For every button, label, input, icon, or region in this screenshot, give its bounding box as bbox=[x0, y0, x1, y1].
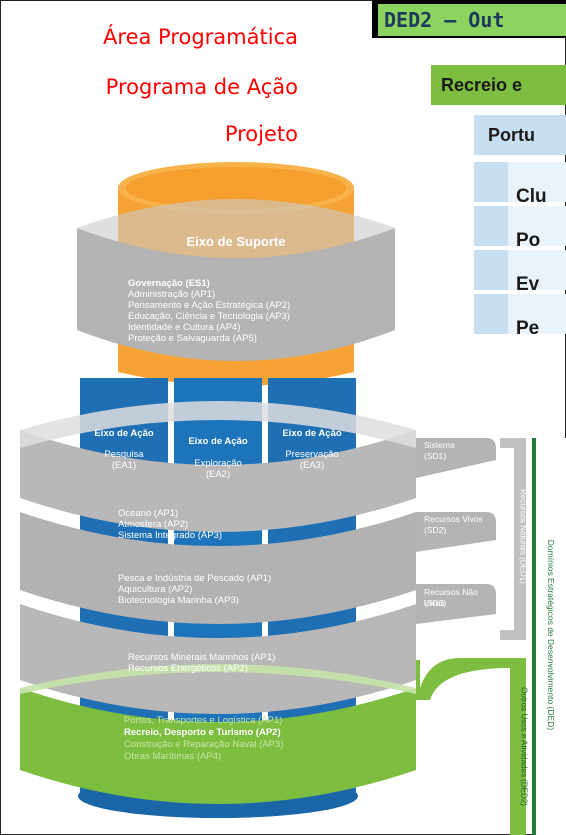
ded-item-indent bbox=[474, 206, 508, 246]
sd3-label: Recursos Não Vivos bbox=[424, 587, 478, 608]
ded-subtitle-text: Recreio e bbox=[441, 75, 523, 95]
ded1-vertical-label: Recursos Naturais (DED1) bbox=[518, 489, 528, 584]
axis-ea1-title: Eixo de Ação bbox=[94, 428, 154, 439]
band-nao-vivos-program: Recursos Energéticos (AP2) bbox=[128, 663, 248, 674]
sd2-label: Recursos Vivos bbox=[424, 514, 483, 524]
ded2-bracket bbox=[416, 658, 526, 835]
support-program: Pensamento e Ação Estratégica (AP2) bbox=[128, 300, 291, 311]
sd1-tab bbox=[416, 438, 496, 478]
axis-ea3-code: (EA3) bbox=[299, 460, 325, 471]
ded1-bracket bbox=[500, 438, 526, 640]
governance-label: Governação (ES1) bbox=[128, 278, 210, 289]
band-sistema-program: Oceano (AP1) bbox=[118, 508, 179, 519]
support-title: Eixo de Suporte bbox=[186, 234, 286, 249]
ded-item-text: Pe bbox=[516, 318, 540, 334]
legend-area-programatica: Área Programática bbox=[103, 25, 298, 49]
band-nao-vivos bbox=[20, 604, 416, 714]
axis-ea1-code: (EA1) bbox=[111, 460, 137, 471]
support-cylinder-top-inner bbox=[126, 167, 346, 209]
band-sistema bbox=[20, 430, 416, 532]
ded-title: DED2 – Out bbox=[378, 4, 566, 36]
support-program: Proteção e Salvaguarda (AP5) bbox=[128, 333, 257, 344]
domains-bar-inner bbox=[536, 438, 566, 835]
sd2-tab bbox=[416, 512, 496, 552]
domains-vertical-label: Domínios Estratégicos de Desenvolvimento… bbox=[546, 539, 556, 731]
axis-ea2-title: Eixo de Ação bbox=[188, 436, 248, 447]
axis-ea1-name: Pesquisa bbox=[104, 449, 144, 460]
ded-item-text: Po bbox=[516, 230, 541, 246]
axis-ea3-title: Eixo de Ação bbox=[282, 428, 342, 439]
support-program: Identidade e Cultura (AP4) bbox=[128, 322, 241, 333]
ded-item-indent bbox=[474, 162, 508, 202]
sd3-code: (SD3) bbox=[424, 598, 447, 608]
ded-item-text: Clu bbox=[516, 186, 547, 202]
band-outros-program: Recreio, Desporto e Turismo (AP2) bbox=[124, 727, 281, 738]
band-outros-program: Obras Marítimas (AP4) bbox=[124, 751, 222, 762]
ded-item: Clu bbox=[474, 162, 566, 202]
axis-ea2-code: (EA2) bbox=[205, 469, 231, 480]
ded-item-indent bbox=[474, 294, 508, 334]
ded-subtitle: Recreio e bbox=[431, 65, 566, 105]
band-vivos-program: Biotecnologia Marinha (AP3) bbox=[118, 595, 239, 606]
ded-group-text: Portu bbox=[488, 125, 535, 145]
ded2-vertical-label: Outros Usos e Atividades (DED2) bbox=[519, 687, 529, 806]
ded-item: Pe bbox=[474, 294, 566, 334]
ded-item-indent bbox=[474, 250, 508, 290]
band-sistema-program: Atmosfera (AP2) bbox=[118, 519, 189, 530]
ded-item: Po bbox=[474, 206, 566, 246]
band-vivos-program: Aquicultura (AP2) bbox=[118, 584, 193, 595]
band-outros-program: Portos, Transportes e Logística (AP1) bbox=[124, 715, 283, 726]
sd2-code: (SD2) bbox=[424, 525, 447, 535]
axis-ea3-name: Preservação bbox=[285, 449, 339, 460]
band-outros-top bbox=[20, 664, 416, 694]
band-vivos-program: Pesca e Indústria de Pescado (AP1) bbox=[118, 573, 272, 584]
governance-ring-top bbox=[77, 199, 395, 258]
sd1-code: (SD1) bbox=[424, 451, 447, 461]
ded-item: Ev bbox=[474, 250, 566, 290]
band-vivos bbox=[20, 512, 416, 624]
band-sistema-program: Sistema Integrado (AP3) bbox=[118, 530, 223, 541]
support-program: Administração (AP1) bbox=[128, 289, 216, 300]
sd1-label: Sistema bbox=[424, 440, 455, 450]
band-nao-vivos-program: Recursos Minerais Marinhos (AP1) bbox=[128, 652, 276, 663]
ded-group: Portu bbox=[474, 115, 566, 155]
sd3-tab bbox=[416, 584, 496, 624]
support-program: Educação, Ciência e Tecnologia (AP3) bbox=[128, 311, 290, 322]
axis-ea2-name: Exploração bbox=[194, 458, 242, 469]
legend-projeto: Projeto bbox=[224, 122, 298, 146]
band-outros-program: Construção e Reparação Naval (AP3) bbox=[124, 739, 284, 750]
ded-item-text: Ev bbox=[516, 274, 540, 290]
governance-ring bbox=[77, 228, 395, 361]
band-outros bbox=[20, 688, 416, 804]
legend-programa-acao: Programa de Ação bbox=[105, 75, 298, 99]
band-sistema-top bbox=[20, 401, 416, 448]
